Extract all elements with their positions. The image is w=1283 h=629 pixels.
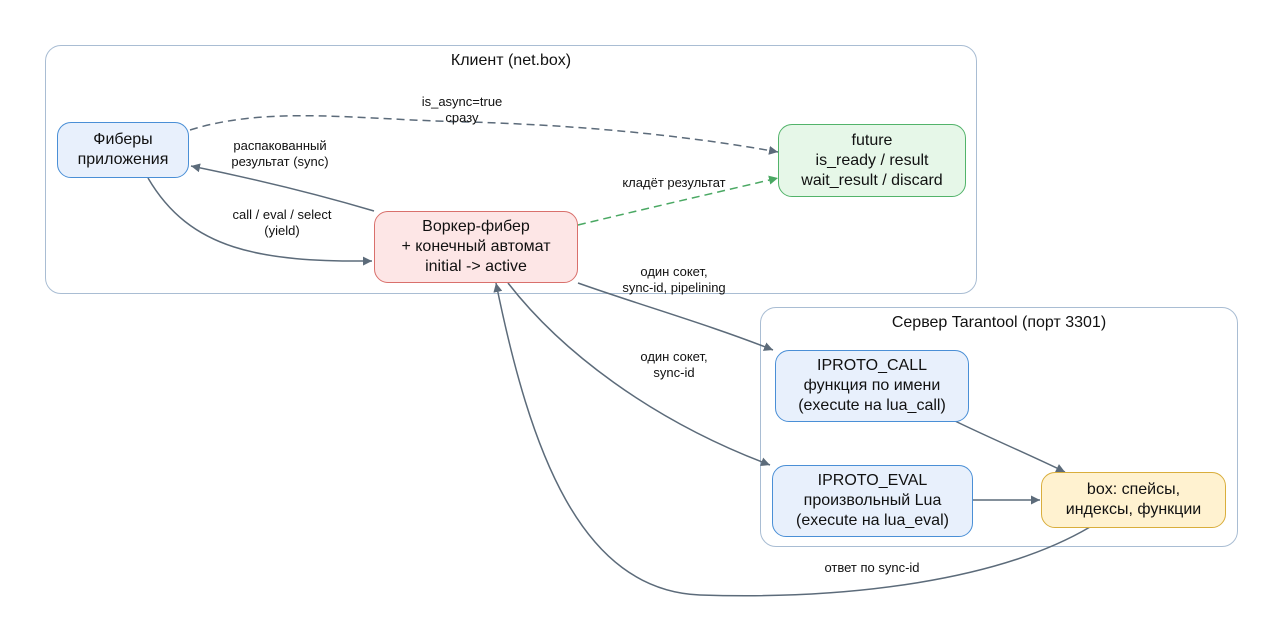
- server-cluster-label: Сервер Tarantool (порт 3301): [891, 314, 1107, 331]
- edge-label-async-line-2: сразу: [445, 110, 479, 125]
- node-worker-line-3: initial -> active: [425, 258, 527, 275]
- node-iproto-call: IPROTO_CALL функция по имени (execute на…: [775, 350, 969, 422]
- edge-reply: [493, 282, 1091, 597]
- edge-label-to-call-line-1: один сокет,: [640, 264, 708, 279]
- edge-label-to-eval-line-1: один сокет,: [640, 349, 708, 364]
- node-iproto-call-line-2: функция по имени: [803, 377, 941, 394]
- node-iproto-eval-line-2: произвольный Lua: [803, 492, 942, 509]
- node-iproto-eval: IPROTO_EVAL произвольный Lua (execute на…: [772, 465, 973, 537]
- edge-call: [147, 177, 373, 266]
- node-future-line-3: wait_result / discard: [801, 171, 943, 189]
- node-iproto-eval-line-1: IPROTO_EVAL: [817, 472, 928, 489]
- client-cluster-label: Клиент (net.box): [450, 52, 572, 69]
- edge-label-puts-result-line-1: кладёт результат: [622, 175, 726, 190]
- edge-label-puts-result: кладёт результат: [622, 175, 725, 191]
- edge-label-to-eval-line-2: sync-id: [653, 365, 695, 380]
- edge-label-unpacked-line-2: результат (sync): [231, 154, 329, 169]
- edge-label-async-line-1: is_async=true: [421, 94, 503, 109]
- edge-label-call-line-1: call / eval / select: [232, 207, 332, 222]
- node-app-fibers-line-2: приложения: [77, 151, 169, 168]
- node-iproto-call-line-1: IPROTO_CALL: [817, 357, 927, 374]
- edge-label-to-eval: один сокет, sync-id: [640, 349, 707, 381]
- edge-label-to-call-line-2: sync-id, pipelining: [622, 280, 726, 295]
- node-future: future is_ready / result wait_result / d…: [778, 124, 966, 197]
- node-worker-line-2: + конечный автомат: [401, 238, 551, 255]
- edge-to-eval: [507, 282, 771, 467]
- node-app-fibers-line-1: Фиберы: [93, 131, 153, 148]
- edge-to-call: [577, 282, 774, 351]
- node-future-line-1: future: [851, 131, 893, 149]
- edge-label-async: is_async=true сразу: [422, 94, 503, 126]
- edge-unpacked: [190, 163, 375, 212]
- edge-label-call: call / eval / select (yield): [233, 207, 332, 239]
- edge-label-unpacked-line-1: распакованный: [233, 138, 327, 153]
- edge-label-unpacked: распакованный результат (sync): [231, 138, 328, 170]
- edge-async: [189, 115, 779, 155]
- node-box-line-2: индексы, функции: [1065, 501, 1202, 518]
- node-app-fibers: Фиберы приложения: [57, 122, 189, 178]
- edge-label-call-line-2: (yield): [264, 223, 300, 238]
- edge-label-reply-line-1: ответ по sync-id: [824, 560, 920, 575]
- node-worker-line-1: Воркер-фибер: [422, 218, 530, 235]
- node-iproto-eval-line-3: (execute на lua_eval): [796, 512, 949, 529]
- edge-call-to-box: [954, 420, 1066, 473]
- node-worker: Воркер-фибер + конечный автомат initial …: [374, 211, 578, 283]
- edge-label-to-call: один сокет, sync-id, pipelining: [622, 264, 725, 296]
- edge-label-reply: ответ по sync-id: [824, 560, 919, 576]
- node-box-line-1: box: спейсы,: [1086, 481, 1181, 498]
- node-iproto-call-line-3: (execute на lua_call): [798, 397, 946, 414]
- node-future-line-2: is_ready / result: [815, 151, 929, 169]
- node-box: box: спейсы, индексы, функции: [1041, 472, 1226, 528]
